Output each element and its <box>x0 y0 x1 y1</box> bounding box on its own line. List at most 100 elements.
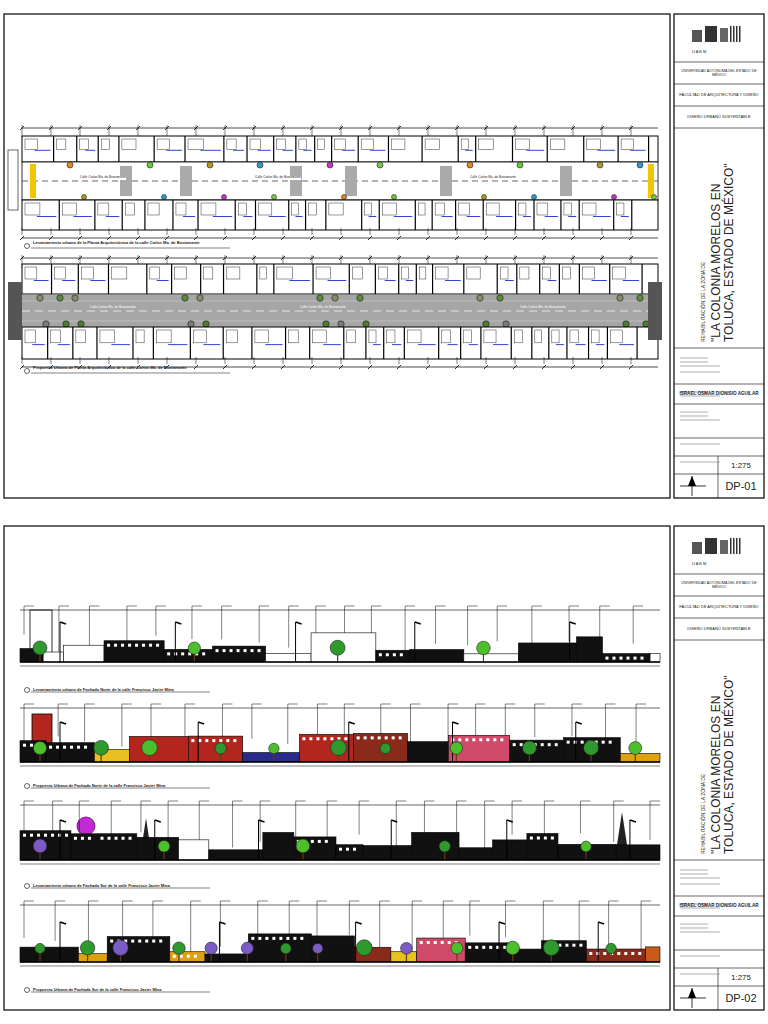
fine-print <box>680 956 720 957</box>
tree-symbol <box>173 942 185 954</box>
dimension-line <box>22 357 23 364</box>
building-facade <box>294 837 336 860</box>
title-block-cell: DP-02 <box>720 988 762 1008</box>
window <box>302 737 305 740</box>
dimension-line <box>312 228 313 235</box>
dimension-tick <box>600 236 604 240</box>
ground-line <box>20 859 660 860</box>
dimension-tick <box>513 256 517 260</box>
caption-marker <box>25 369 30 374</box>
drawing-line <box>459 203 470 215</box>
logo-shape <box>705 538 717 554</box>
leader-line <box>84 704 85 742</box>
project-title-cell: REHABILITACIÓN DE LA ZONA DE"LA COLONIA … <box>676 130 762 346</box>
leader-line <box>580 801 590 802</box>
street-lamp <box>258 820 259 860</box>
drawing-line <box>610 330 622 343</box>
window <box>353 848 356 851</box>
dimension-tick <box>136 236 140 240</box>
drawing-line <box>125 203 134 215</box>
parking-mark <box>545 216 558 217</box>
dimension-tick <box>310 236 314 240</box>
leader-line <box>543 901 553 902</box>
leader-line <box>359 801 369 802</box>
dimension-tick <box>136 256 140 260</box>
window <box>159 940 162 943</box>
street-lamp <box>175 622 176 662</box>
dimension-line <box>573 228 574 235</box>
window <box>138 940 141 943</box>
dimension-line <box>370 357 371 364</box>
tree-symbol <box>401 942 413 954</box>
dimension-tick <box>455 256 459 260</box>
drawing-line <box>98 203 109 215</box>
drawing-line <box>226 330 237 343</box>
leader-line <box>123 901 133 902</box>
tree-symbol <box>67 162 73 168</box>
street-lamp <box>415 622 421 624</box>
parking-mark <box>548 280 557 281</box>
leader-line <box>121 704 122 747</box>
parking-mark <box>233 150 244 151</box>
window <box>131 940 134 943</box>
leader-line <box>650 801 660 802</box>
fine-print <box>680 372 720 373</box>
title-block-rule <box>674 574 764 575</box>
leader-line <box>192 606 202 607</box>
dimension-tick <box>484 126 488 130</box>
dimension-tick <box>600 126 604 130</box>
drawing-line <box>463 264 464 294</box>
window <box>81 837 84 840</box>
title-block-cell: DISEÑO URBANO SUSTENTABLE <box>676 620 762 638</box>
window <box>304 656 307 659</box>
fine-print <box>680 974 720 975</box>
drawing-line <box>108 264 109 294</box>
drawing-line <box>636 327 637 359</box>
window <box>128 644 131 647</box>
building-facade <box>541 941 586 962</box>
drawing-line <box>432 264 433 294</box>
drawing-line <box>256 264 257 294</box>
drawing-line <box>122 139 136 149</box>
tree-symbol <box>113 940 128 955</box>
parking-mark <box>74 216 92 217</box>
dimension-tick <box>455 126 459 130</box>
leader-line <box>535 704 545 705</box>
street-lamp <box>60 922 61 962</box>
drawing-line <box>227 267 240 279</box>
window <box>617 952 620 955</box>
drawing-line <box>305 200 306 230</box>
drawing-line <box>512 136 513 162</box>
building-facade <box>71 834 98 860</box>
parking-mark <box>445 280 461 281</box>
parking-mark <box>596 344 604 345</box>
building-facade <box>137 837 179 860</box>
leader-line <box>24 901 34 902</box>
building-facade <box>448 735 509 762</box>
dimension-line <box>283 357 284 364</box>
window <box>202 652 205 655</box>
dimension-line <box>544 228 545 235</box>
dimension-tick <box>339 126 343 130</box>
window <box>233 739 236 742</box>
tree-symbol <box>543 940 559 956</box>
drawing-line <box>331 136 332 162</box>
tree-symbol <box>63 321 69 327</box>
window <box>581 741 584 744</box>
leader-line <box>288 704 298 705</box>
drawing-line <box>316 267 330 279</box>
drawing-line <box>150 267 160 279</box>
dimension-tick <box>426 236 430 240</box>
window <box>335 636 338 639</box>
dimension-tick <box>484 256 488 260</box>
building-facade <box>311 936 354 962</box>
leader-line <box>24 704 34 705</box>
window <box>276 656 279 659</box>
parking-mark <box>303 150 311 151</box>
tree-symbol <box>94 740 109 755</box>
drawing-line <box>309 327 310 359</box>
title-text: REHABILITACIÓN DE LA ZONA DE <box>701 774 707 854</box>
leader-line <box>608 901 609 946</box>
leader-line <box>89 606 99 607</box>
drawing-line <box>383 327 384 359</box>
